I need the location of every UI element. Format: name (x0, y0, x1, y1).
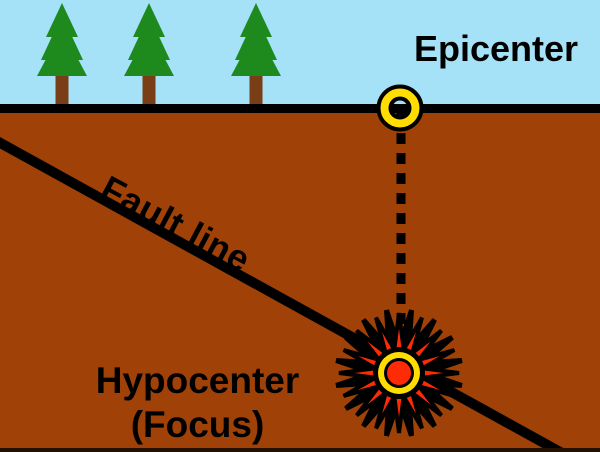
tree-trunk (142, 71, 156, 109)
tree-trunk (249, 71, 263, 109)
bottom-edge-strip (0, 448, 600, 452)
hypocenter-core (387, 361, 411, 385)
epicenter-ring-yellow (380, 88, 420, 128)
sky (0, 0, 600, 113)
tree-foliage (37, 3, 87, 76)
tree-trunk (55, 71, 69, 109)
epicenter-marker-icon (376, 84, 424, 132)
ground (0, 104, 600, 452)
tree-foliage (231, 3, 281, 76)
surface-line (0, 104, 600, 113)
pine-tree-icon (124, 3, 174, 109)
tree-foliage (124, 3, 174, 76)
pine-tree-icon (37, 3, 87, 109)
pine-tree-icon (231, 3, 281, 109)
fault-line (0, 137, 565, 452)
hypocenter-starburst-icon (335, 309, 463, 437)
